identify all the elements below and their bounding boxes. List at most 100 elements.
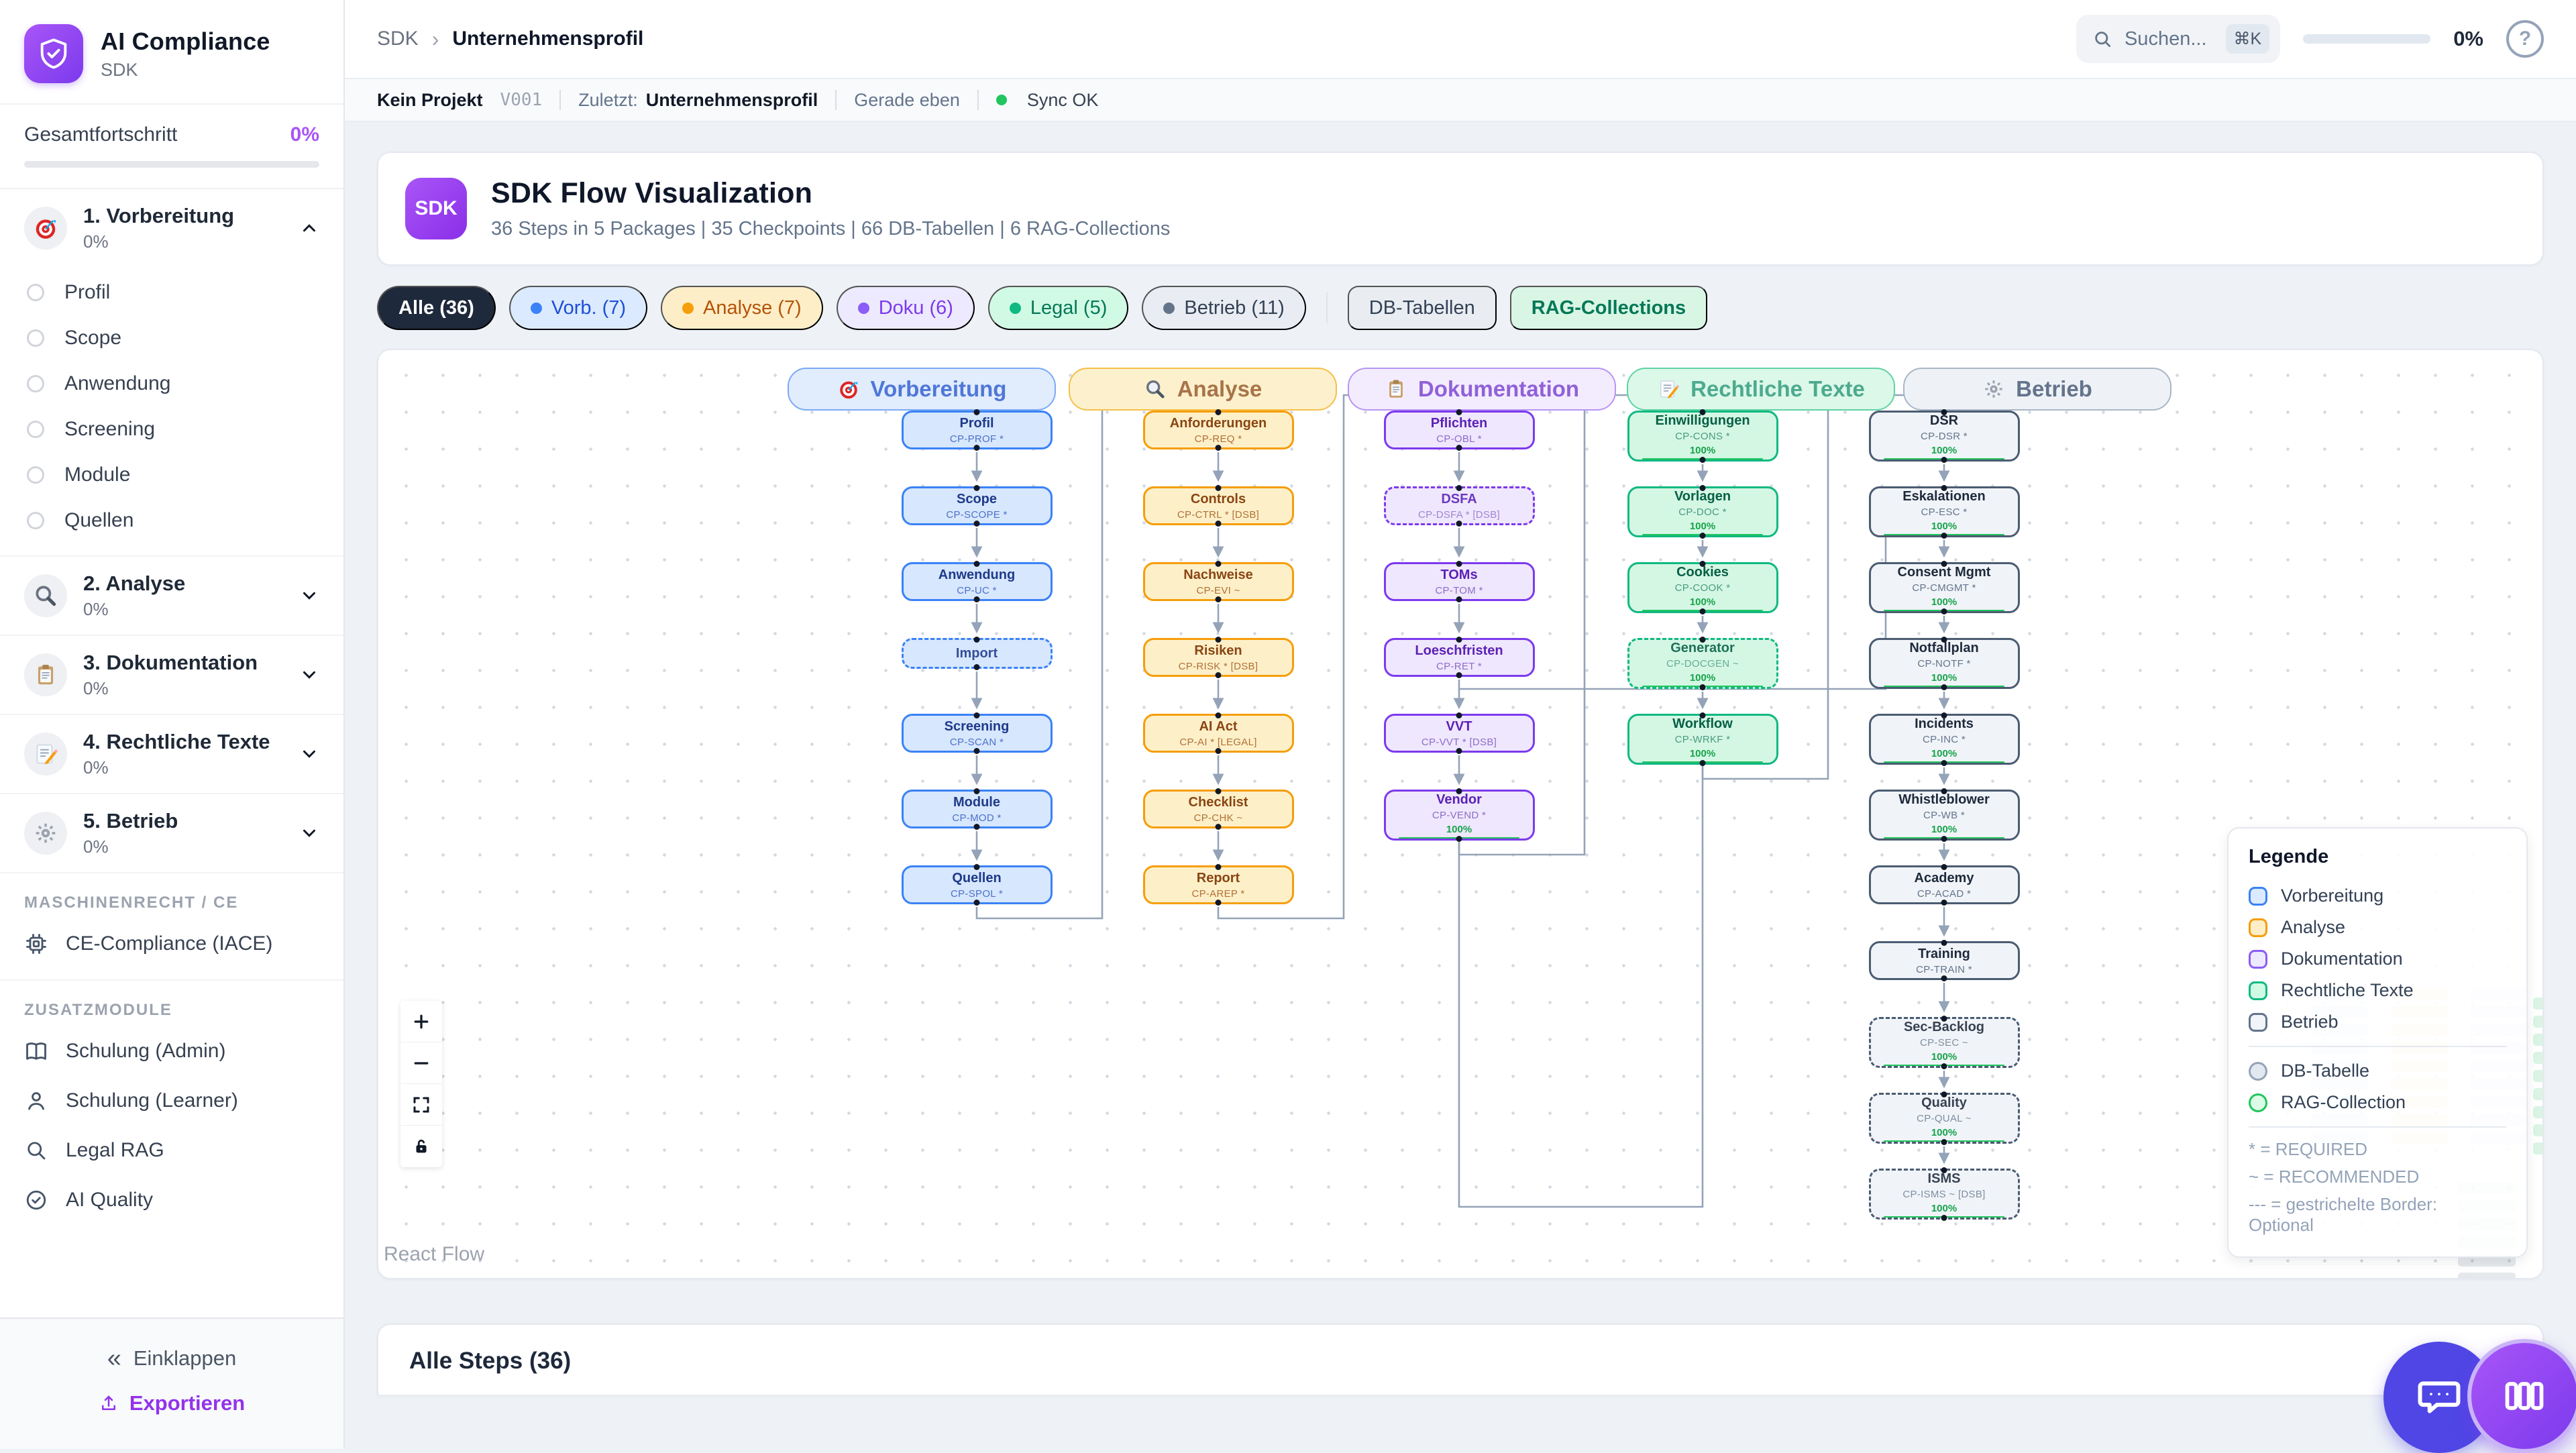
- chevron-right-icon: ›: [431, 26, 439, 51]
- zoom-out-button[interactable]: [400, 1042, 442, 1084]
- node-title: Sec-Backlog: [1903, 1020, 1985, 1034]
- node-code: CP-WRKF *: [1674, 734, 1731, 745]
- legend-item-db: DB-Tabelle: [2249, 1055, 2506, 1087]
- legend-label: Analyse: [2281, 917, 2346, 937]
- filter-rag[interactable]: RAG-Collections: [1509, 286, 1708, 330]
- collapse-label: Einklappen: [133, 1346, 237, 1370]
- filter-doku[interactable]: Doku (6): [836, 286, 975, 330]
- search-input[interactable]: Suchen... ⌘K: [2076, 15, 2281, 63]
- filter-label: RAG-Collections: [1531, 297, 1686, 319]
- help-button[interactable]: ?: [2506, 20, 2544, 58]
- filter-row: Alle (36) Vorb. (7) Analyse (7) Doku (6) Leg…: [377, 286, 2544, 330]
- step-label: Screening: [64, 418, 156, 440]
- export-button[interactable]: Exportieren: [0, 1381, 343, 1426]
- chevron-up-icon: [299, 218, 319, 238]
- sidebar-step-quellen[interactable]: Quellen: [0, 498, 343, 543]
- filter-legal[interactable]: Legal (5): [987, 286, 1129, 330]
- filter-betrieb[interactable]: Betrieb (11): [1142, 286, 1306, 330]
- sidebar-step-module[interactable]: Module: [0, 452, 343, 498]
- sidebar-item-ce-compliance[interactable]: CE-Compliance (IACE): [0, 919, 343, 969]
- sidebar-item-legal-rag[interactable]: Legal RAG: [0, 1126, 343, 1175]
- node-title: Eskalationen: [1902, 489, 1986, 504]
- sidebar-step-scope[interactable]: Scope: [0, 315, 343, 361]
- divider: [2249, 1126, 2506, 1128]
- flow-node-import[interactable]: Import: [901, 638, 1053, 669]
- sidebar-step-profil[interactable]: Profil: [0, 270, 343, 315]
- clipboard-icon: [1385, 378, 1407, 400]
- node-code: CP-NOTF *: [1917, 658, 1971, 669]
- zoom-in-button[interactable]: [400, 1001, 442, 1042]
- panel-fab-button[interactable]: [2467, 1339, 2576, 1453]
- fit-view-button[interactable]: [400, 1084, 442, 1126]
- sidebar-item-schulung-admin-[interactable]: Schulung (Admin): [0, 1026, 343, 1076]
- collapse-sidebar-button[interactable]: « Einklappen: [0, 1336, 343, 1381]
- filter-vorb[interactable]: Vorb. (7): [508, 286, 648, 330]
- divider: [2249, 1046, 2506, 1047]
- node-progress-bar: [1642, 458, 1763, 460]
- breadcrumb-root[interactable]: SDK: [377, 28, 419, 50]
- sidebar-step-screening[interactable]: Screening: [0, 407, 343, 452]
- sdk-badge: SDK: [405, 178, 467, 239]
- filter-all[interactable]: Alle (36): [377, 286, 496, 330]
- package-percent: 0%: [83, 599, 109, 619]
- node-title: DSFA: [1441, 492, 1477, 506]
- sidebar-item-ai-quality[interactable]: AI Quality: [0, 1175, 343, 1225]
- node-progress-bar: [1884, 610, 2004, 611]
- sidebar-step-anwendung[interactable]: Anwendung: [0, 361, 343, 407]
- target-icon: [33, 215, 58, 241]
- node-title: Screening: [944, 719, 1010, 734]
- node-progress-value: 100%: [1931, 1051, 1957, 1063]
- column-label: Betrieb: [2016, 376, 2092, 401]
- node-code: CP-ACAD *: [1917, 888, 1972, 900]
- legend-item: Analyse: [2249, 912, 2506, 943]
- sidebar-item-schulung-learner-[interactable]: Schulung (Learner): [0, 1076, 343, 1126]
- node-code: CP-ESC *: [1921, 506, 1968, 518]
- package-label: 3. Dokumentation: [83, 651, 258, 674]
- filter-db[interactable]: DB-Tabellen: [1347, 286, 1497, 330]
- lock-open-button[interactable]: [400, 1126, 442, 1167]
- node-code: CP-QUAL ~: [1917, 1113, 1972, 1124]
- filter-analyse[interactable]: Analyse (7): [661, 286, 823, 330]
